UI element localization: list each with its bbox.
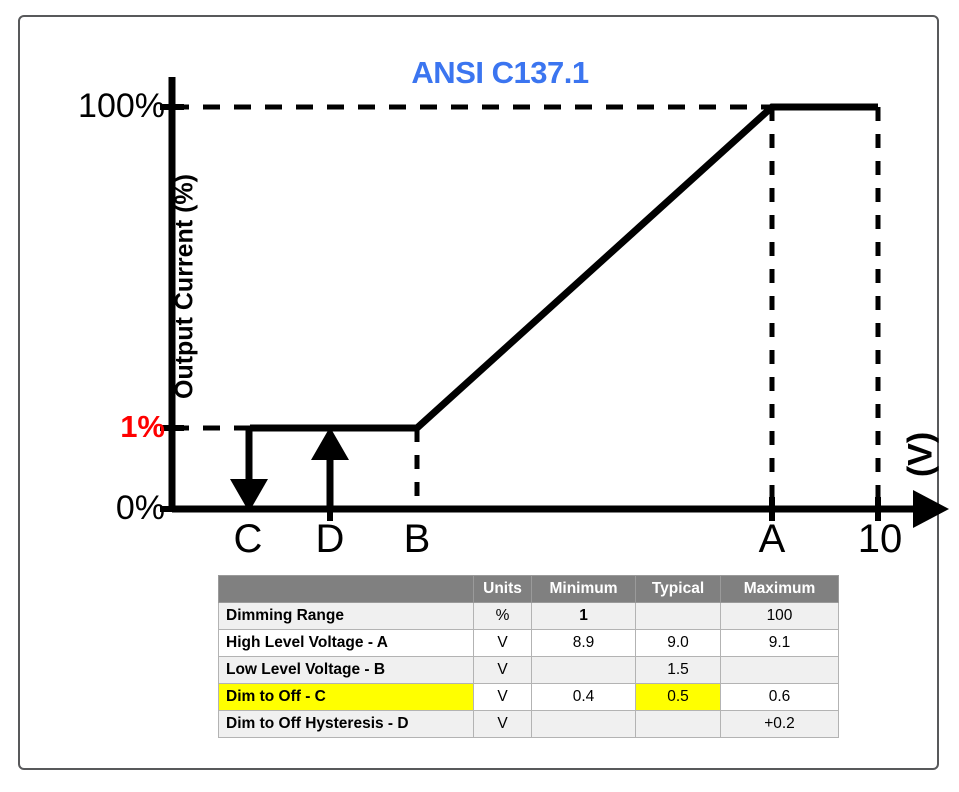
cell-typical [635,602,721,630]
cell-maximum: 9.1 [720,629,839,657]
figure-frame: ANSI C137.1 Output Current (%) 100% 1% 0… [18,15,949,770]
row-label-dim-to-off: Dim to Off - C [218,683,474,711]
y-tick-label-1: 1% [120,409,165,444]
row-label-dimming-range: Dimming Range [218,602,474,630]
cell-minimum: 0.4 [531,683,636,711]
table-row: Dim to Off Hysteresis - D V +0.2 [218,710,839,738]
cell-minimum [531,710,636,738]
col-header-maximum: Maximum [720,575,839,603]
table-row: Dim to Off - C V 0.4 0.5 0.6 [218,683,839,711]
x-tick-label-10: 10 [857,517,903,561]
col-header-units: Units [473,575,532,603]
table-header: Units Minimum Typical Maximum [218,575,839,603]
row-label-dim-to-off-hysteresis: Dim to Off Hysteresis - D [218,710,474,738]
cell-maximum: +0.2 [720,710,839,738]
dim-to-off-arrow-C [230,428,268,512]
chart-title: ANSI C137.1 [411,55,589,90]
table-row: Dimming Range % 1 100 [218,602,839,630]
dimming-curve [250,103,878,432]
cell-typical [635,710,721,738]
cell-typical: 0.5 [635,683,721,711]
x-axis-unit-label: (V) [901,431,940,478]
y-tick-label-100: 100% [78,87,165,125]
x-tick-label-B: B [403,517,431,561]
chart-canvas [160,77,949,528]
cell-units: V [473,683,532,711]
cell-minimum [531,656,636,684]
x-tick-label-C: C [233,517,263,561]
turn-on-arrow-D [311,427,349,509]
y-axis-title: Output Current (%) [170,174,199,399]
col-header-parameter [218,575,474,603]
dimming-curve-chart: ANSI C137.1 Output Current (%) 100% 1% 0… [20,17,959,577]
col-header-typical: Typical [635,575,721,603]
table-body: Dimming Range % 1 100 High Level Voltage… [218,602,839,738]
specification-table: Units Minimum Typical Maximum Dimming Ra… [218,575,839,738]
cell-maximum: 100 [720,602,839,630]
table-row: Low Level Voltage - B V 1.5 [218,656,839,684]
table-header-row: Units Minimum Typical Maximum [218,575,839,603]
cell-maximum [720,656,839,684]
cell-minimum: 8.9 [531,629,636,657]
cell-units: V [473,656,532,684]
cell-units: % [473,602,532,630]
x-tick-label-A: A [758,517,786,561]
cell-typical: 9.0 [635,629,721,657]
col-header-minimum: Minimum [531,575,636,603]
row-label-low-level-voltage: Low Level Voltage - B [218,656,474,684]
cell-units: V [473,710,532,738]
x-tick-label-D: D [315,517,345,561]
cell-typical: 1.5 [635,656,721,684]
x-axis-arrowhead [913,490,949,528]
cell-units: V [473,629,532,657]
cell-minimum: 1 [531,602,636,630]
cell-maximum: 0.6 [720,683,839,711]
y-tick-label-0: 0% [115,489,165,527]
table-row: High Level Voltage - A V 8.9 9.0 9.1 [218,629,839,657]
row-label-high-level-voltage: High Level Voltage - A [218,629,474,657]
